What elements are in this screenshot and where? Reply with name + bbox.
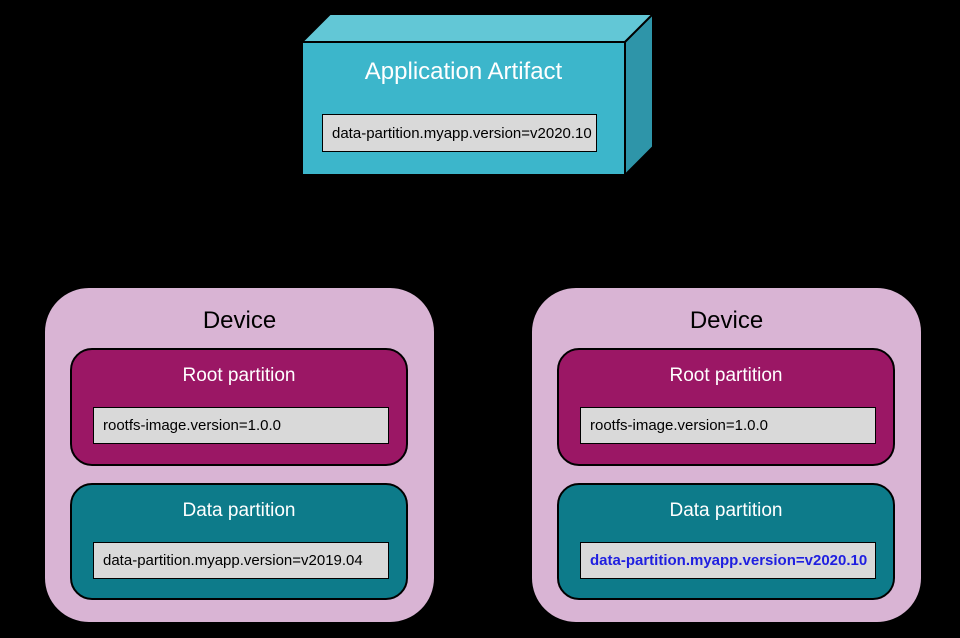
root-partition-title: Root partition bbox=[669, 365, 783, 386]
data-partition-version-label: data-partition.myapp.version=v2019.04 bbox=[93, 542, 389, 579]
root-partition-title: Root partition bbox=[182, 365, 296, 386]
device-node-left: Device Root partition rootfs-image.versi… bbox=[43, 286, 436, 624]
data-partition-title: Data partition bbox=[669, 500, 783, 521]
data-partition: Data partition data-partition.myapp.vers… bbox=[557, 483, 895, 600]
device-title: Device bbox=[202, 307, 277, 334]
data-partition-title: Data partition bbox=[182, 500, 296, 521]
data-partition: Data partition data-partition.myapp.vers… bbox=[70, 483, 408, 600]
artifact-top-face bbox=[299, 13, 656, 43]
artifact-title: Application Artifact bbox=[364, 58, 563, 85]
artifact-version-label: data-partition.myapp.version=v2020.10 bbox=[322, 114, 597, 152]
root-partition: Root partition rootfs-image.version=1.0.… bbox=[70, 348, 408, 466]
artifact-front-face bbox=[301, 41, 626, 176]
data-partition-version-label: data-partition.myapp.version=v2020.10 bbox=[580, 542, 876, 579]
application-artifact-node: Application Artifact data-partition.myap… bbox=[295, 8, 660, 180]
artifact-side-face bbox=[624, 11, 654, 178]
root-partition: Root partition rootfs-image.version=1.0.… bbox=[557, 348, 895, 466]
device-title: Device bbox=[689, 307, 764, 334]
artifact-3d-box bbox=[299, 11, 656, 178]
root-partition-version-label: rootfs-image.version=1.0.0 bbox=[580, 407, 876, 444]
root-partition-version-label: rootfs-image.version=1.0.0 bbox=[93, 407, 389, 444]
device-node-right: Device Root partition rootfs-image.versi… bbox=[530, 286, 923, 624]
